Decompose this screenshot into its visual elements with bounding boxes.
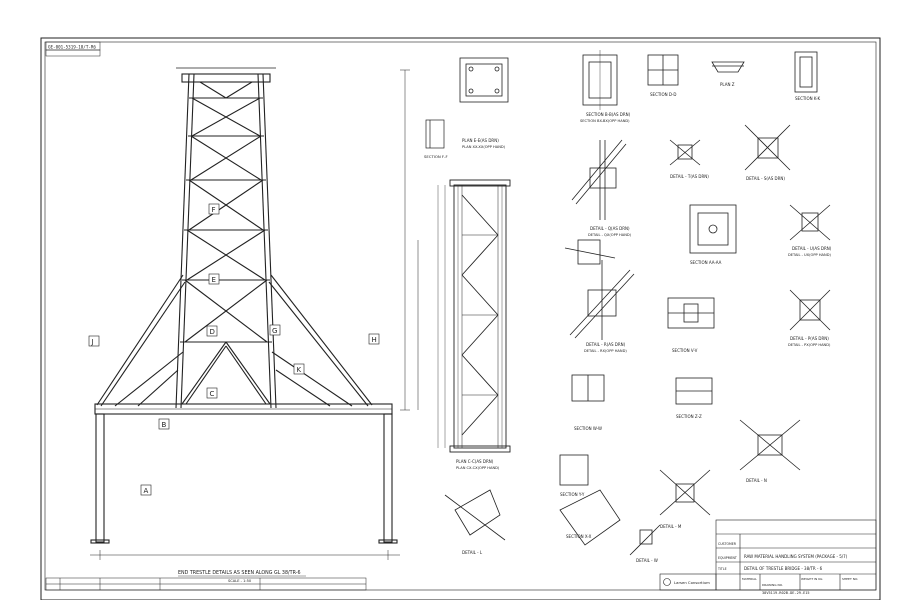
title-line-2: DETAIL OF TRESTLE BRIDGE - 38/TR - 6 xyxy=(744,566,823,571)
plan-ee-view xyxy=(459,57,509,103)
detail-r-subtitle: DETAIL - RX(OPP HAND) xyxy=(584,349,627,353)
detail-n-view xyxy=(739,419,801,471)
detail-s-title: DETAIL - S(AS DRN) xyxy=(746,176,785,181)
plan-column-view xyxy=(437,179,511,453)
detail-r-view xyxy=(569,260,635,340)
section-bb-title: SECTION B-B(AS DRN) xyxy=(586,112,631,117)
section-yy-title: SECTION Y-Y xyxy=(560,492,585,497)
marker-j: J xyxy=(91,338,94,346)
plan-ee-title: PLAN E-E(AS DRN) xyxy=(462,138,499,143)
section-ww-view xyxy=(571,374,605,402)
section-kk-view xyxy=(794,51,818,93)
detail-q-title: DETAIL - Q(AS DRN) xyxy=(590,226,630,231)
plan-cc-subtitle: PLAN CX-CX(OPP HAND) xyxy=(456,466,500,470)
detail-t-title: DETAIL - T(AS DRN) xyxy=(670,174,709,179)
detail-m-view xyxy=(659,469,711,516)
detail-p-title: DETAIL - P(AS DRN) xyxy=(790,336,829,341)
sheet-label: SHEET NO. xyxy=(842,577,858,581)
section-aa-view xyxy=(689,204,737,254)
detail-nodes xyxy=(669,124,831,241)
title-block xyxy=(659,519,877,591)
title-label: TITLE xyxy=(717,567,727,571)
section-kk-title: SECTION K-K xyxy=(795,96,821,101)
drawing-title: END TRESTLE DETAILS AS SEEN ALONG GL 38/… xyxy=(178,570,301,576)
marker-e: E xyxy=(212,276,216,284)
dimension-lines xyxy=(400,69,419,411)
customer-label: CUSTOMER xyxy=(718,542,737,546)
drawing-scale: SCALE - 1:50 xyxy=(228,579,252,583)
detail-p-view xyxy=(789,289,831,331)
section-zz-view xyxy=(675,377,713,405)
bottom-details xyxy=(444,454,661,556)
plan-cc-title: PLAN C-C(AS DRN) xyxy=(456,459,494,464)
section-ww-title: SECTION W-W xyxy=(574,426,602,431)
trestle-elevation xyxy=(90,67,400,560)
section-dd-view xyxy=(647,54,679,86)
drawing-no-label: DRAWING NO. xyxy=(762,583,783,587)
ref-number: GE-001-5319-18/T-R6 xyxy=(48,45,96,50)
detail-w-title: DETAIL - W xyxy=(636,558,658,563)
company-name: Larsen Consortium xyxy=(674,580,710,585)
marker-c: C xyxy=(210,390,215,398)
section-markers: F E D C B A J H K G xyxy=(88,203,380,496)
section-vv-view xyxy=(667,297,715,329)
detail-u-subtitle: DETAIL - UX(OPP HAND) xyxy=(788,253,831,257)
equipment-label: EQUIPMENT xyxy=(718,556,737,560)
marker-f: F xyxy=(212,206,216,214)
section-vv-title: SECTION V-V xyxy=(672,348,698,353)
weight-label: WEIGHT IN KG xyxy=(801,577,823,581)
section-ff-title: SECTION F-F xyxy=(424,154,448,159)
section-bb-subtitle: SECTION BX-BX(OPP HAND) xyxy=(580,119,630,123)
section-zz-title: SECTION Z-Z xyxy=(676,414,702,419)
detail-r-title: DETAIL - R(AS DRN) xyxy=(586,342,626,347)
detail-l-title: DETAIL - L xyxy=(462,550,483,555)
detail-u-title: DETAIL - U(AS DRN) xyxy=(792,246,832,251)
detail-n-title: DETAIL - N xyxy=(746,478,767,483)
section-xx-title: SECTION X-X xyxy=(566,534,592,539)
drawing-number: 38V5119-R02B-DE-29-E15 xyxy=(762,591,810,595)
material-label: MATERIAL xyxy=(742,577,757,581)
plan-z-title: PLAN Z xyxy=(720,82,735,87)
marker-b: B xyxy=(162,421,167,429)
section-aa-title: SECTION AA-AA xyxy=(690,260,722,265)
company-logo-icon xyxy=(663,578,671,586)
section-dd-title: SECTION D-D xyxy=(650,92,677,97)
title-line-1: RAW MATERIAL HANDLING SYSTEM (PACKAGE - … xyxy=(744,554,848,559)
reference-block: GE-001-5319-18/T-R6 xyxy=(45,41,101,57)
revision-table xyxy=(45,577,367,591)
detail-q-subtitle: DETAIL - QX(OPP HAND) xyxy=(588,233,632,237)
inner-border xyxy=(44,41,877,591)
detail-tx-view xyxy=(564,239,616,265)
plan-z-view xyxy=(711,61,745,73)
plan-ee-subtitle: PLAN XX-XX(OPP HAND) xyxy=(462,145,506,149)
detail-m-title: DETAIL - M xyxy=(660,524,682,529)
marker-k: K xyxy=(297,366,302,374)
detail-q-view xyxy=(571,139,627,220)
marker-a: A xyxy=(144,487,149,495)
marker-d: D xyxy=(210,328,215,336)
section-ff-view xyxy=(425,119,445,149)
detail-p-subtitle: DETAIL - PX(OPP HAND) xyxy=(788,343,831,347)
section-bb-view xyxy=(582,50,618,110)
outer-border xyxy=(40,37,881,600)
marker-h: H xyxy=(372,336,377,344)
marker-g: G xyxy=(272,327,277,335)
